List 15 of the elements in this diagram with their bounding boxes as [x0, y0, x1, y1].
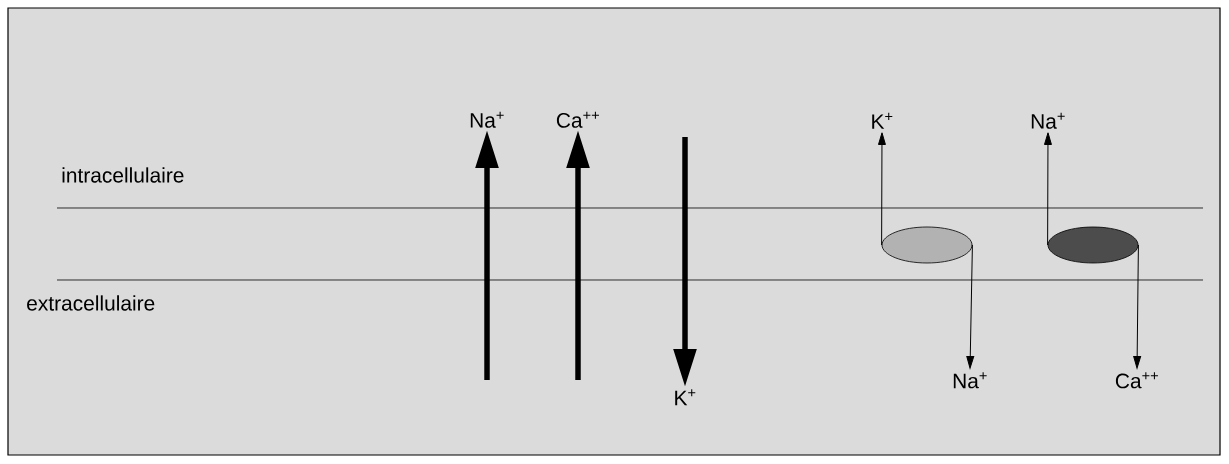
ion-label: Ca$^{++}$: [1115, 372, 1158, 389]
ion-label: Ca$^{++}$: [556, 111, 599, 128]
arrow: [878, 132, 886, 246]
ion-label: K$^{+}$: [675, 389, 696, 406]
arrow: [1133, 244, 1142, 369]
region-label: extracellulaire: [27, 295, 155, 311]
transporter-ellipse: [881, 226, 973, 264]
arrow: [1044, 132, 1052, 246]
ion-label: Na$^{+}$: [1031, 112, 1065, 129]
transporter-ellipse: [1047, 226, 1139, 264]
arrow: [966, 244, 975, 369]
ion-label: Na$^{+}$: [470, 111, 504, 128]
region-label: intracellulaire: [62, 167, 184, 183]
ion-label: Na$^{+}$: [953, 372, 987, 389]
ion-label: K$^{+}$: [872, 112, 893, 129]
